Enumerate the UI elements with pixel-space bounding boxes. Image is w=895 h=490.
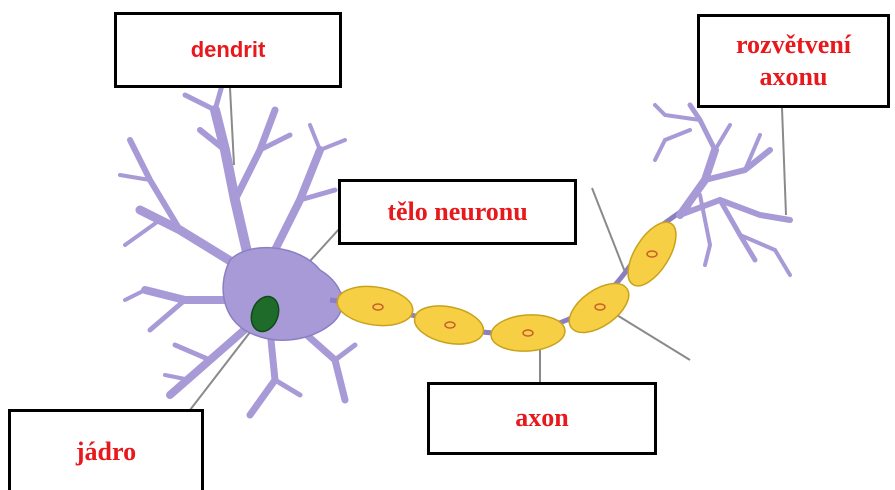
- myelin-segment: [411, 300, 487, 350]
- myelin-segment: [561, 274, 637, 342]
- label-axon: axon: [427, 382, 657, 455]
- label-dendrit-text: dendrit: [191, 36, 266, 64]
- label-jadro-text: jádro: [76, 436, 136, 469]
- label-rozvetveni-axonu: rozvětvení axonu: [697, 14, 890, 108]
- label-telo-neuronu: tělo neuronu: [338, 179, 577, 245]
- myelin-segment: [490, 312, 566, 353]
- myelin-segment: [619, 214, 686, 293]
- axon-terminals: [655, 105, 790, 275]
- cell-body: [223, 248, 342, 341]
- label-telo-neuronu-text: tělo neuronu: [387, 196, 527, 229]
- label-jadro: jádro: [8, 409, 204, 490]
- pointer-axon-a: [592, 188, 625, 272]
- dendrites: [120, 75, 355, 415]
- label-axon-text: axon: [515, 402, 568, 435]
- myelin-segment: [335, 282, 416, 330]
- pointer-axon-b: [612, 312, 690, 360]
- pointer-rozvetveni: [782, 108, 786, 215]
- label-rozvetveni-axonu-text: rozvětvení axonu: [700, 29, 887, 94]
- label-dendrit: dendrit: [114, 12, 342, 88]
